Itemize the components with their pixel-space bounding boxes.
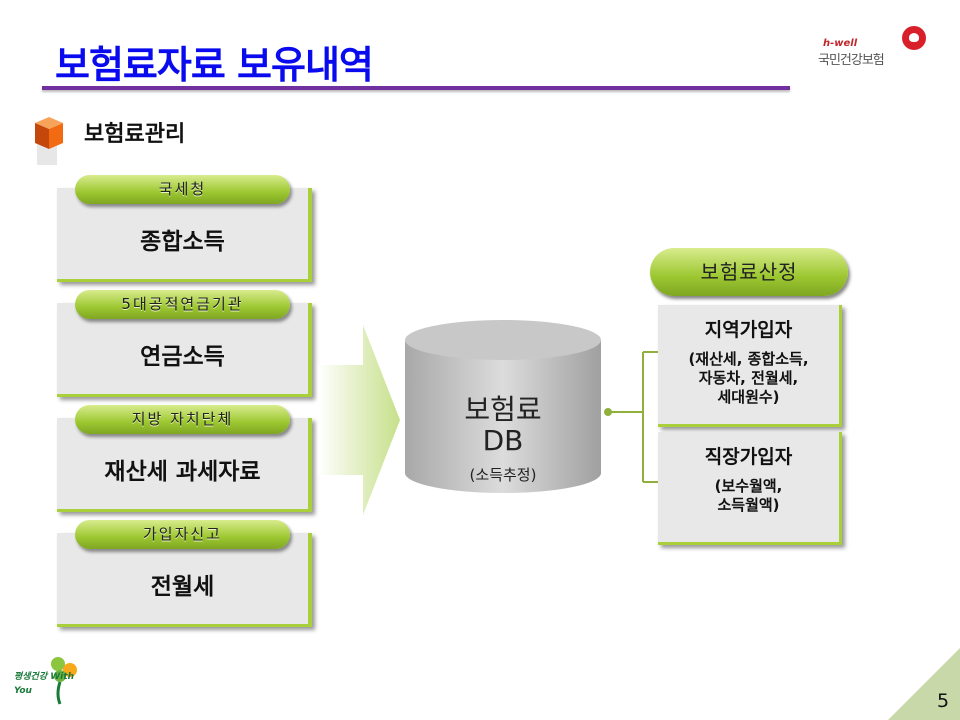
group-detail: 세대원수) [717,388,780,406]
clover-icon [51,657,77,705]
source-label: 가입자신고 [75,520,290,549]
heart-icon [902,26,926,50]
page-number: 5 [937,690,950,712]
premium-calc-label: 보험료산정 [650,248,848,296]
with-you-logo: 평생건강 With You [14,652,104,708]
flow-arrow-icon [318,325,400,515]
source-data: 종합소득 [140,228,225,255]
db-note: (소득추정) [469,466,537,484]
db-label-2: DB [482,424,524,457]
source-data: 연금소득 [140,343,225,370]
cube-bullet-icon [35,117,63,165]
page-title: 보험료자료 보유내역 [55,43,374,87]
corner-decoration [888,648,960,720]
group-title: 직장가입자 [704,446,793,468]
regional-subscriber-box: 지역가입자 (재산세, 종합소득, 자동차, 전월세, 세대원수) [658,305,842,427]
group-detail: (보수월액, [714,477,783,495]
footer-slogan: 평생건강 With You [14,672,74,696]
connector-lines [604,351,658,483]
group-title: 지역가입자 [704,319,793,341]
nhis-logo: h-well 국민건강보험 [818,26,928,70]
database-cylinder-icon [405,320,601,493]
source-label: 국세청 [75,175,290,204]
logo-name: 국민건강보험 [818,53,885,68]
source-data: 전월세 [150,573,215,600]
title-divider [42,86,790,90]
group-detail: 소득월액) [717,496,780,514]
section-heading: 보험료관리 [84,122,186,147]
group-detail: 자동차, 전월세, [698,369,799,387]
source-label: 5대공적연금기관 [75,290,290,319]
employee-subscriber-box: 직장가입자 (보수월액, 소득월액) [658,432,842,545]
db-label: 보험료 [464,393,542,426]
source-label: 지방 자치단체 [75,405,290,434]
source-data: 재산세 과세자료 [104,458,261,485]
logo-tagline: h-well [823,38,858,49]
group-detail: (재산세, 종합소득, [688,350,809,368]
